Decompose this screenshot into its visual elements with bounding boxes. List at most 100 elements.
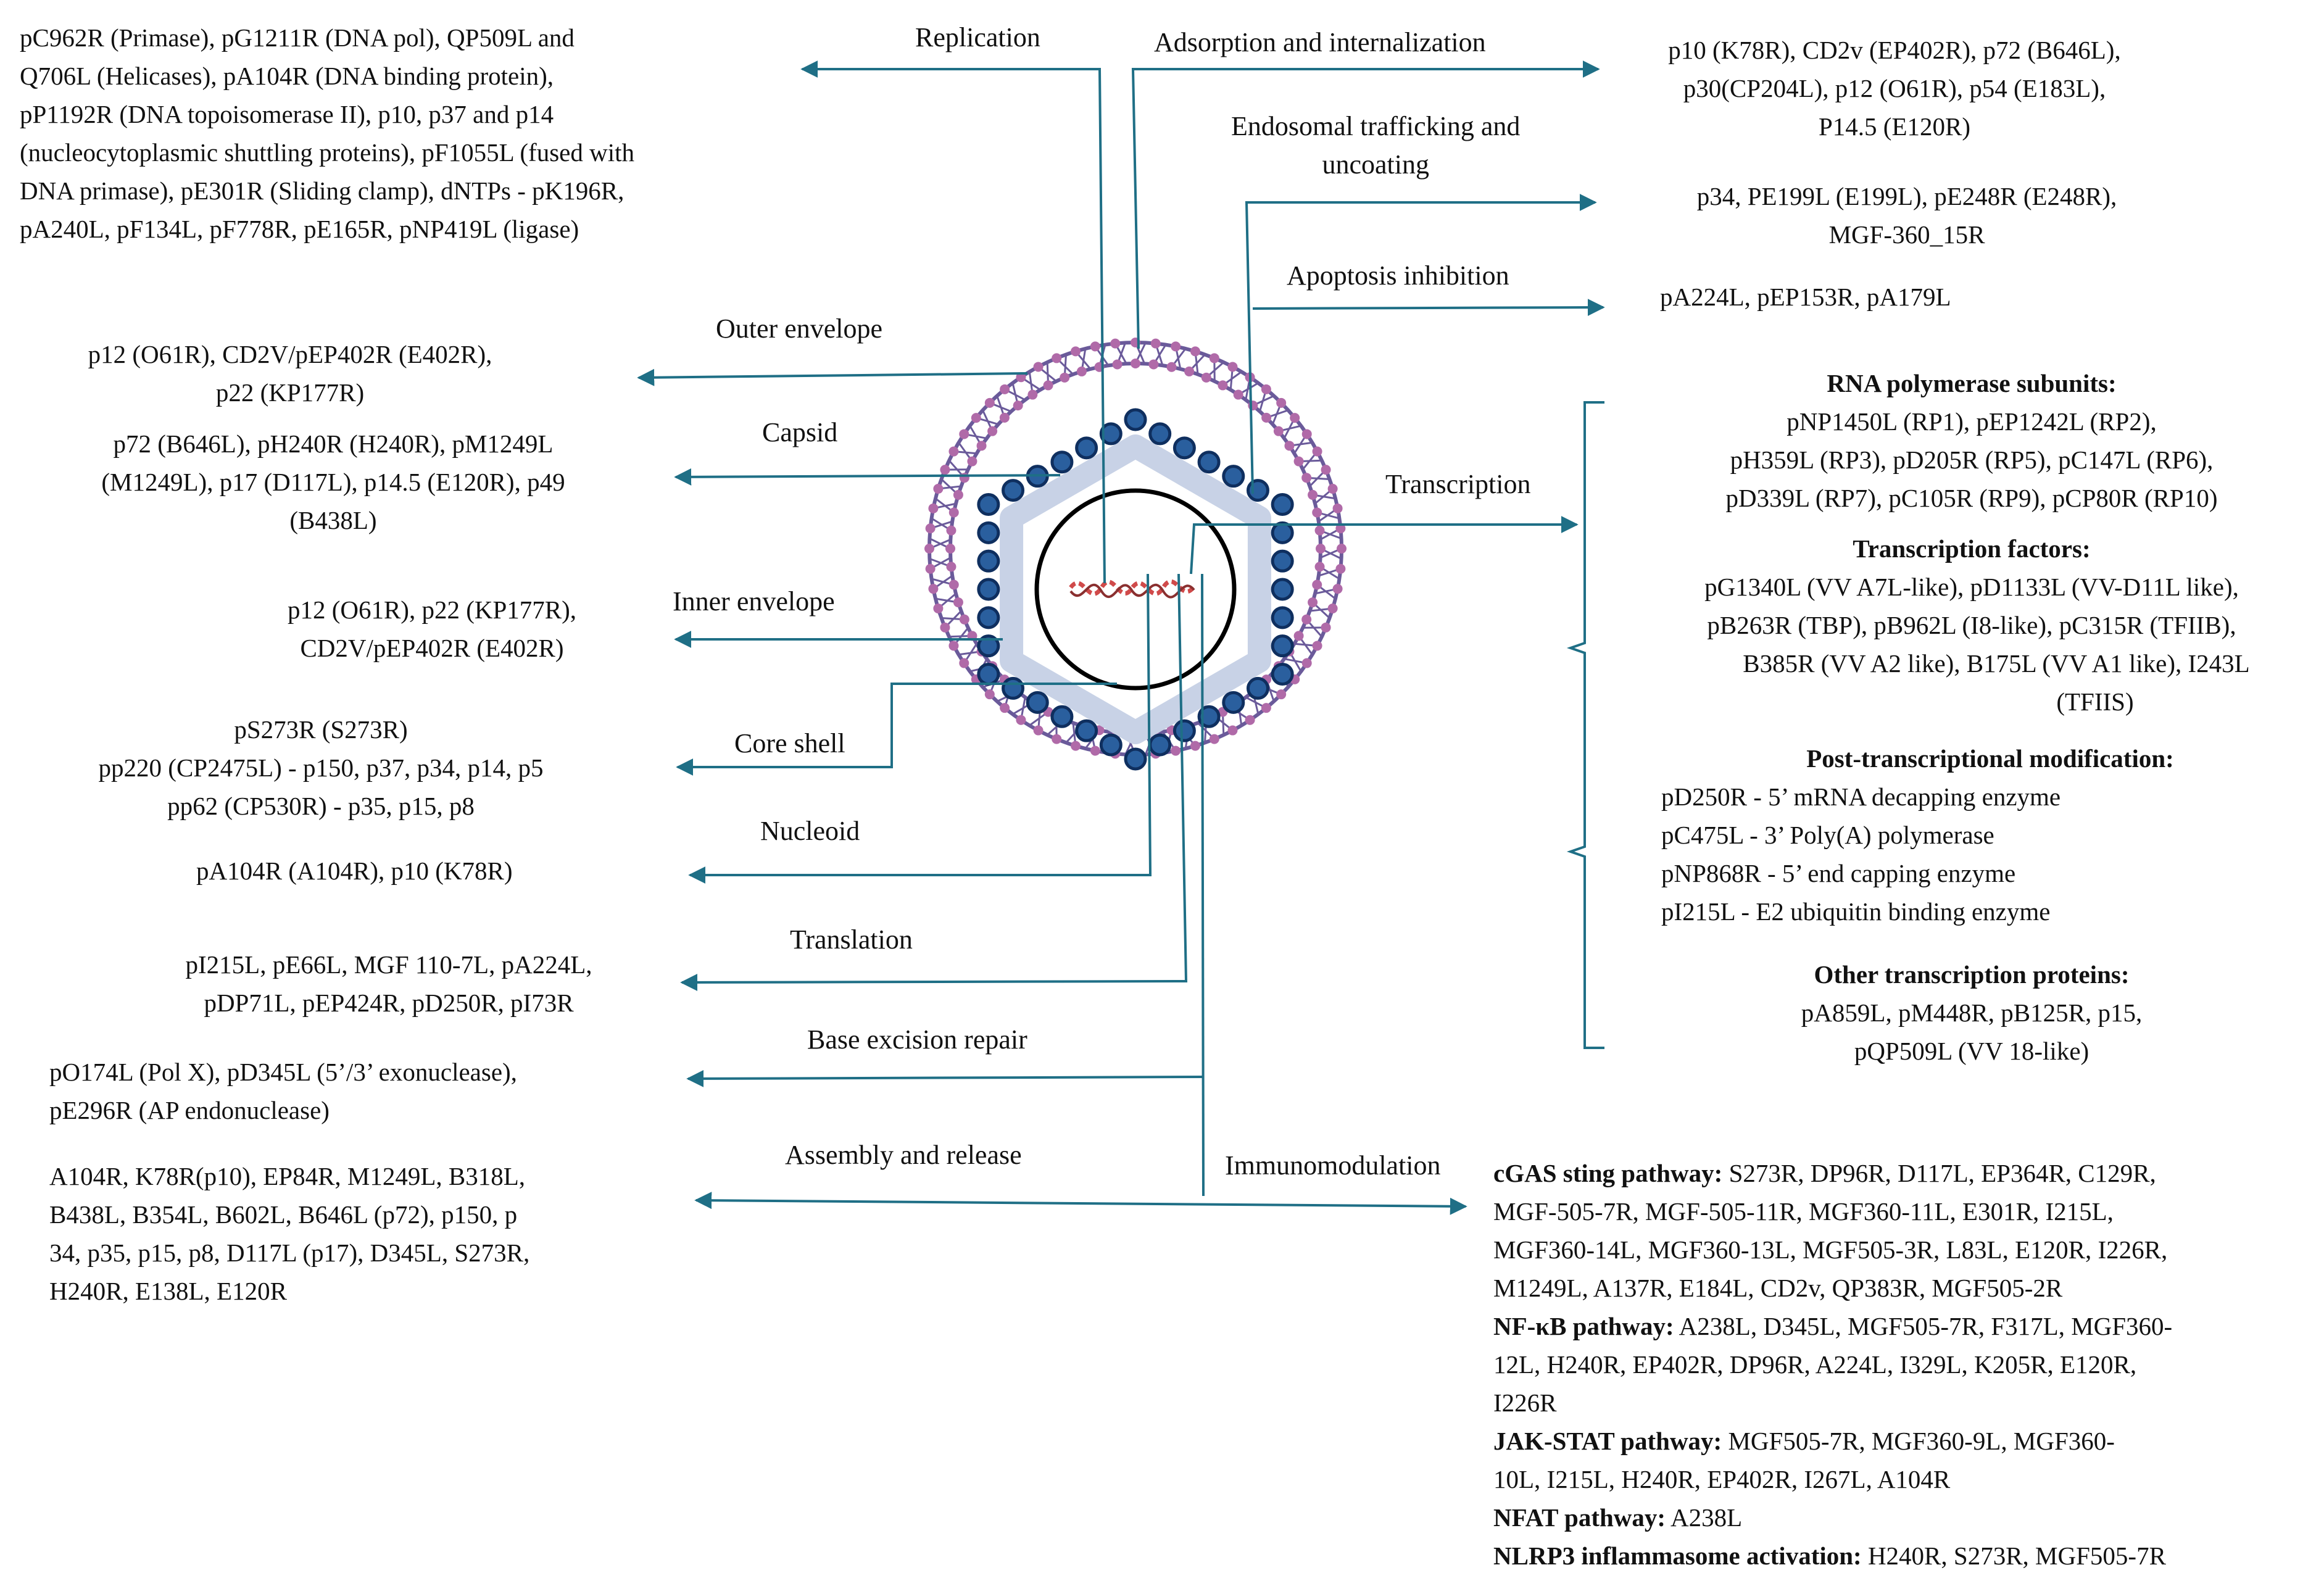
envelope-dot	[1276, 689, 1287, 700]
apoptosis-connector	[1252, 299, 1605, 317]
nucleoid-label: Nucleoid	[760, 816, 860, 846]
capsomeres	[977, 408, 1294, 771]
pathway-proteins: I226R	[1493, 1389, 1557, 1417]
envelope-dot	[1321, 622, 1331, 633]
envelope-dot	[1209, 734, 1219, 744]
envelope-dot	[1000, 703, 1010, 713]
envelope-dot	[928, 584, 939, 594]
endosomal-protein-line: MGF-360_15R	[1828, 220, 1985, 249]
envelope-dot	[1060, 372, 1070, 383]
envelope-dot	[1308, 597, 1318, 608]
translation-protein-line: pI215L, pE66L, MGF 110-7L, pA224L,	[185, 950, 592, 979]
replication-label: Replication	[915, 22, 1040, 52]
envelope-dot	[948, 446, 959, 457]
endosomal-connector	[1245, 194, 1597, 494]
replication-protein-line: pP1192R (DNA topoisomerase II), p10, p37…	[20, 100, 554, 128]
envelope-dot	[1312, 446, 1322, 457]
envelope-dot	[1301, 429, 1312, 439]
capsomere	[977, 606, 1000, 629]
connector-lines	[637, 60, 1605, 1215]
capsid-band	[1000, 434, 1271, 744]
genome-dna	[1069, 579, 1196, 596]
envelope-dot	[1301, 614, 1312, 625]
envelope-dot	[948, 641, 959, 651]
pathway-proteins: MGF505-7R, MGF360-9L, MGF360-	[1722, 1427, 2115, 1455]
envelope-dot	[933, 603, 944, 613]
capsomere	[1197, 450, 1221, 474]
pathway-name: NF-κB pathway:	[1493, 1312, 1674, 1340]
capsomere	[1099, 422, 1123, 446]
adsorption-protein-line: p30(CP204L), p12 (O61R), p54 (E183L),	[1683, 74, 2106, 102]
capsomere	[1124, 408, 1147, 431]
pathway-proteins: 10L, I215L, H240R, EP402R, I267L, A104R	[1493, 1465, 1951, 1493]
envelope-dot	[1171, 745, 1181, 756]
core-shell-protein-line: pp62 (CP530R) - p35, p15, p8	[167, 792, 475, 820]
envelope-dot	[1218, 380, 1228, 391]
capsomere	[1172, 436, 1196, 460]
assembly-protein-line: 34, p35, p15, p8, D117L (p17), D345L, S2…	[49, 1239, 530, 1267]
pathway-proteins: A238L	[1666, 1503, 1743, 1532]
pathway-proteins: A238L, D345L, MGF505-7R, F317L, MGF360-	[1674, 1312, 2173, 1340]
envelope-dot	[953, 597, 963, 608]
capsomere	[1099, 733, 1123, 757]
envelope-dot	[1131, 359, 1140, 368]
cgas-sting-pathway: cGAS sting pathway: S273R, DP96R, D117L,…	[1493, 1154, 2308, 1307]
pathway-proteins: M1249L, A137R, E184L, CD2v, QP383R, MGF5…	[1493, 1274, 2063, 1302]
capsomere	[1050, 705, 1074, 728]
post-transcriptional-heading: Post-transcriptional modification:	[1806, 744, 2174, 773]
capsomere	[1124, 747, 1147, 771]
translation-proteins: pI215L, pE66L, MGF 110-7L, pA224L, pDP71…	[127, 945, 651, 1022]
base-excision-protein-line: pE296R (AP endonuclease)	[49, 1096, 330, 1124]
endosomal-protein-line: p34, PE199L (E199L), pE248R (E248R),	[1696, 182, 2117, 210]
envelope-dot	[1150, 338, 1161, 349]
envelope-dot	[1071, 346, 1081, 357]
rna-polymerase-heading: RNA polymerase subunits:	[1827, 369, 2117, 397]
envelope-dot	[984, 689, 995, 700]
capsid-proteins: p72 (B646L), pH240R (H240R), pM1249L (M1…	[56, 425, 611, 539]
capsomere	[1050, 450, 1074, 474]
envelope-dot	[1321, 465, 1331, 475]
replication-protein-line: Q706L (Helicases), pA104R (DNA binding p…	[20, 62, 554, 90]
capsomere	[1148, 422, 1172, 446]
envelope-dot	[1076, 366, 1087, 376]
immunomodulation-pathways: cGAS sting pathway: S273R, DP96R, D117L,…	[1493, 1154, 2308, 1575]
adsorption-connector	[1131, 60, 1600, 349]
outer-envelope-protein-line: p12 (O61R), CD2V/pEP402R (E402R),	[88, 340, 492, 368]
apoptosis-proteins: pA224L, pEP153R, pA179L	[1660, 278, 1951, 316]
envelope-dot	[948, 579, 959, 590]
translation-protein-line: pDP71L, pEP424R, pD250R, pI73R	[204, 989, 574, 1017]
envelope-dot	[976, 441, 987, 451]
envelope-dot	[1312, 507, 1322, 518]
base-excision-label: Base excision repair	[807, 1024, 1027, 1055]
envelope-dot	[1332, 584, 1343, 594]
adsorption-protein-line: P14.5 (E120R)	[1819, 112, 1970, 141]
envelope-dot	[959, 614, 969, 625]
pathway-proteins: S273R, DP96R, D117L, EP364R, C129R,	[1722, 1159, 2156, 1187]
envelope-dot	[1027, 389, 1038, 400]
envelope-dot	[1110, 338, 1121, 349]
envelope-dot	[1248, 401, 1258, 411]
endosomal-proteins: p34, PE199L (E199L), pE248R (E248R), MGF…	[1629, 177, 2185, 254]
envelope-dot	[946, 525, 957, 536]
jak-stat-pathway: JAK-STAT pathway: MGF505-7R, MGF360-9L, …	[1493, 1422, 2308, 1498]
post-transcriptional-line: pNP868R - 5’ end capping enzyme	[1661, 859, 2016, 887]
envelope-dot	[1148, 359, 1159, 370]
outer-envelope-protein-line: p22 (KP177R)	[215, 378, 365, 407]
replication-protein-line: pC962R (Primase), pG1211R (DNA pol), QP5…	[20, 23, 575, 52]
transcription-proteins: RNA polymerase subunits: pNP1450L (RP1),…	[1623, 364, 2320, 517]
post-transcriptional-modification: Post-transcriptional modification: pD250…	[1635, 739, 2324, 931]
envelope-dot	[1308, 489, 1318, 500]
capsomere	[977, 634, 1000, 658]
envelope-dot	[1261, 412, 1272, 423]
capsomere	[977, 521, 1000, 544]
capsomere	[1002, 479, 1025, 502]
translation-connector	[680, 573, 1188, 991]
envelope-dot	[1312, 641, 1322, 651]
capsomere	[1246, 676, 1269, 700]
envelope-dot	[1184, 366, 1195, 376]
nfat-pathway: NFAT pathway: A238L	[1493, 1498, 2308, 1537]
capsomere	[1271, 493, 1294, 516]
capsid-protein-line: p72 (B646L), pH240R (H240R), pM1249L	[113, 430, 554, 458]
envelope-dot	[1090, 745, 1100, 756]
